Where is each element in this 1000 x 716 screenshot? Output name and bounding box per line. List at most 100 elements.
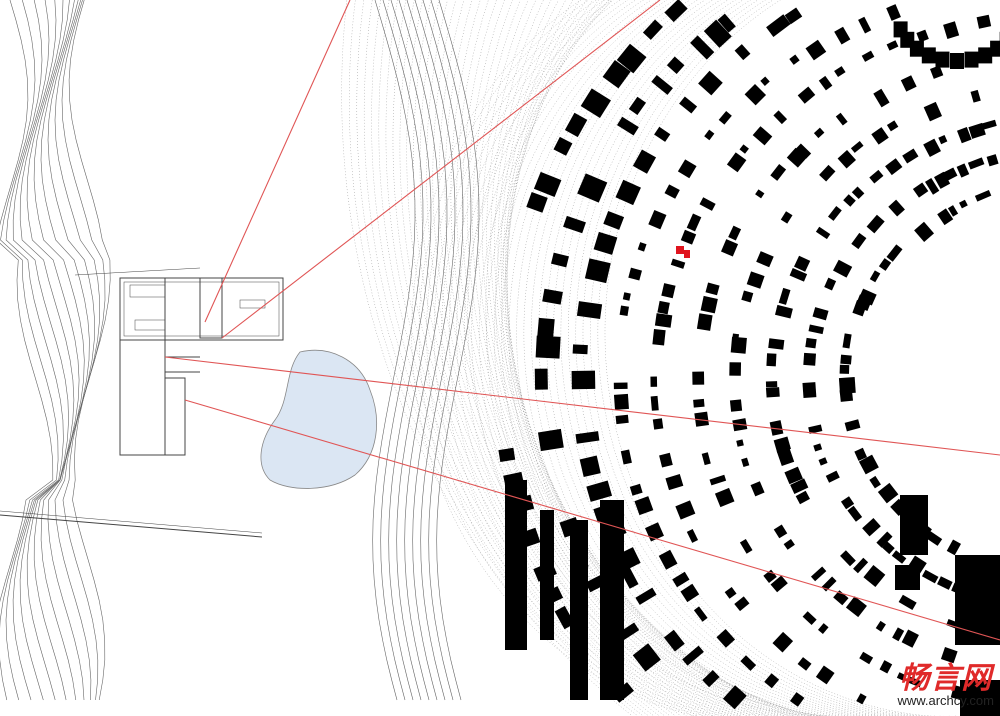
building: [815, 665, 835, 685]
building: [613, 382, 628, 390]
watermark-logo: 畅言网: [899, 661, 993, 696]
building: [700, 295, 718, 314]
building: [657, 300, 670, 315]
building: [680, 583, 700, 603]
contour-line: [26, 0, 80, 701]
building: [873, 88, 890, 108]
dotted-contour: [471, 0, 881, 716]
building: [765, 381, 778, 388]
building: [675, 500, 696, 520]
building: [930, 65, 944, 79]
building: [825, 470, 840, 483]
building: [881, 541, 895, 555]
building: [652, 328, 666, 346]
building: [776, 447, 795, 466]
contour-line: [388, 0, 432, 701]
building: [847, 505, 863, 522]
building: [802, 382, 817, 398]
dotted-contour: [456, 0, 725, 716]
building: [752, 126, 773, 146]
building: [553, 136, 573, 156]
village-buildings: [498, 0, 1000, 716]
dotted-contour: [503, 0, 784, 716]
dotted-contour: [531, 0, 924, 716]
building: [986, 154, 999, 167]
building: [956, 127, 972, 144]
building: [935, 51, 950, 68]
dotted-contour: [497, 0, 773, 716]
building: [908, 676, 923, 688]
building: [896, 672, 907, 682]
building: [769, 420, 784, 436]
building: [756, 251, 774, 268]
building: [728, 225, 742, 241]
dotted-contour: [448, 0, 865, 716]
building: [554, 605, 575, 630]
building: [652, 418, 664, 430]
building: [937, 576, 953, 590]
building: [886, 4, 901, 21]
building: [617, 116, 639, 136]
contour-line: [47, 0, 95, 701]
building: [877, 482, 899, 504]
building: [898, 594, 917, 611]
dotted-contour: [506, 0, 795, 716]
dotted-contour: [467, 0, 833, 716]
building: [744, 84, 767, 106]
building: [505, 480, 527, 650]
building: [584, 258, 611, 284]
building: [916, 29, 929, 43]
building: [704, 129, 715, 141]
building: [637, 242, 647, 252]
building: [888, 199, 905, 217]
building: [863, 565, 886, 587]
building: [854, 447, 867, 461]
building: [946, 539, 962, 556]
building: [923, 101, 943, 122]
building: [724, 586, 737, 599]
building: [665, 474, 684, 491]
building: [964, 51, 979, 68]
contour-line: [5, 0, 64, 701]
dotted-contour: [493, 0, 897, 716]
building: [852, 300, 868, 317]
building: [773, 110, 788, 125]
building: [885, 158, 903, 176]
building: [902, 148, 919, 164]
contour-line: [380, 0, 424, 701]
building: [851, 186, 865, 200]
building: [572, 344, 588, 355]
building: [690, 35, 715, 60]
building: [586, 480, 613, 502]
building: [654, 126, 671, 142]
building: [693, 606, 708, 622]
building: [891, 550, 907, 564]
building: [968, 122, 986, 139]
link-line: [204, 0, 351, 323]
contour-line: [428, 0, 472, 701]
building: [570, 520, 588, 700]
building: [959, 199, 968, 209]
building: [790, 478, 809, 494]
dotted-contour: [485, 0, 827, 716]
building: [622, 292, 631, 301]
building: [835, 112, 848, 126]
building: [699, 197, 716, 211]
building: [760, 76, 770, 86]
building: [842, 333, 852, 349]
building: [577, 173, 608, 203]
building: [869, 169, 884, 184]
building: [703, 19, 732, 48]
building: [663, 629, 685, 652]
building: [912, 182, 929, 198]
building: [789, 692, 805, 707]
building: [980, 119, 997, 131]
building: [564, 112, 588, 138]
building: [843, 194, 856, 207]
building: [795, 490, 810, 505]
building: [739, 144, 749, 154]
building: [600, 500, 624, 700]
dotted-contour: [478, 0, 887, 716]
building: [802, 611, 817, 625]
